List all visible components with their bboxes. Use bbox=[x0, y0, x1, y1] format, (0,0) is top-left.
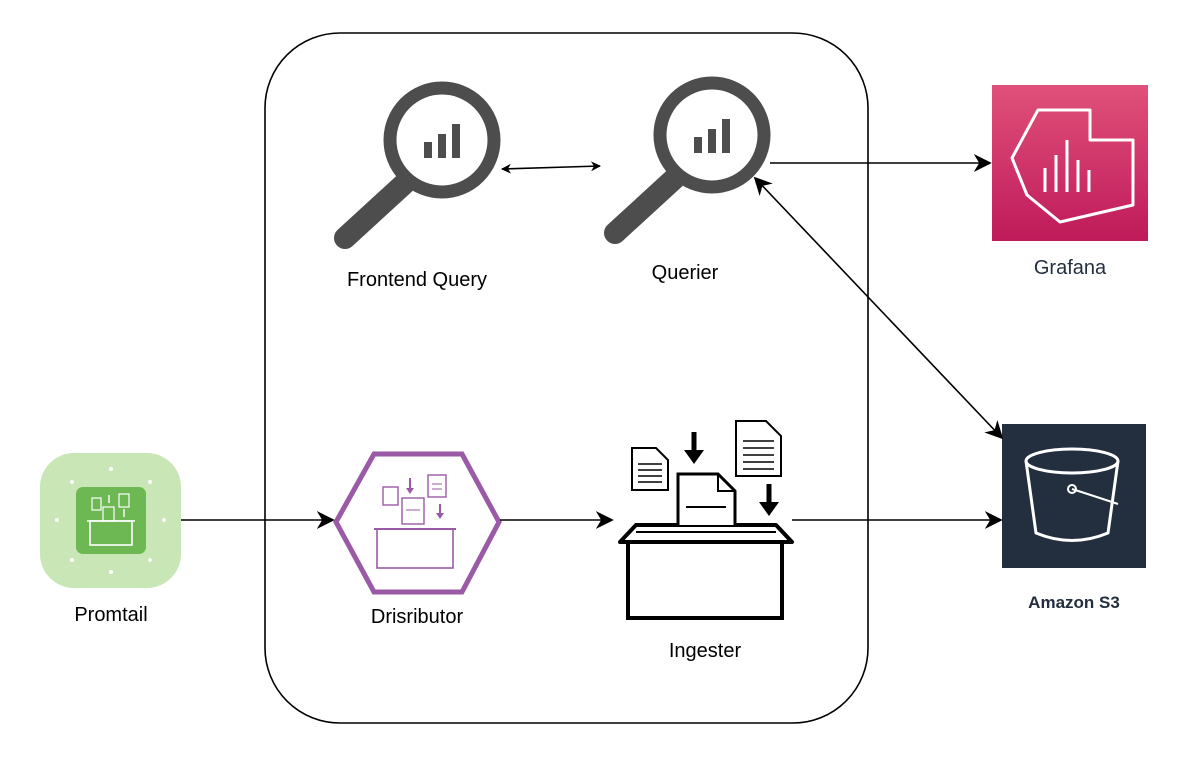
distributor-hexagon-icon bbox=[333, 451, 502, 595]
grafana-label: Grafana bbox=[1034, 257, 1107, 279]
querier-label: Querier bbox=[652, 262, 719, 284]
distributor-label: Drisributor bbox=[371, 606, 464, 628]
querier-magnifier-icon bbox=[604, 76, 771, 244]
s3-bucket-icon bbox=[1002, 424, 1146, 568]
promtail-label: Promtail bbox=[74, 604, 147, 626]
document-icon bbox=[735, 420, 782, 477]
ingester-box-icon bbox=[618, 420, 794, 620]
frontend-query-magnifier-icon bbox=[334, 81, 501, 249]
arrow-frontend-querier bbox=[501, 161, 601, 174]
ingester-label: Ingester bbox=[669, 640, 742, 662]
amazon-s3-label: Amazon S3 bbox=[1028, 593, 1120, 612]
promtail-icon bbox=[40, 453, 181, 588]
frontend-query-label: Frontend Query bbox=[347, 269, 487, 291]
grafana-icon bbox=[992, 85, 1148, 241]
arrow-querier-s3 bbox=[753, 176, 1004, 440]
document-icon bbox=[631, 447, 669, 491]
